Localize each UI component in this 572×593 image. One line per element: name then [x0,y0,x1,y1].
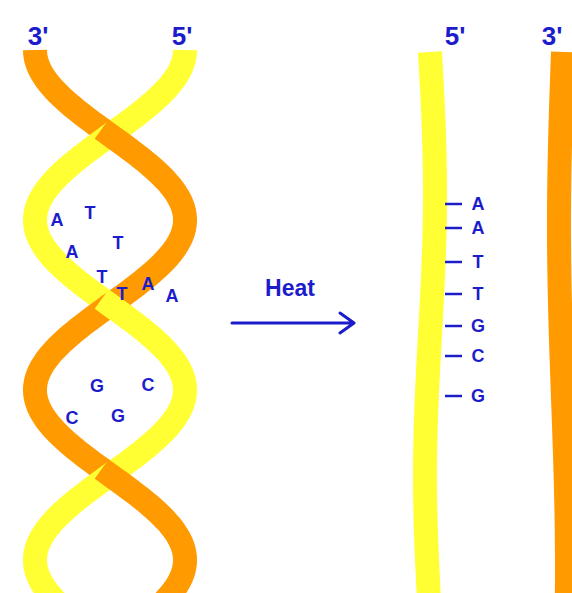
base-letter: G [471,317,485,335]
base-letter: C [142,376,155,394]
helix-front [102,50,185,593]
base-letter: A [142,275,155,293]
yellow-strand [106,50,185,138]
strand-end: 3' [28,23,49,49]
heat-arrow [232,313,354,333]
orange-strand [35,50,114,138]
yellow-strand [102,299,185,479]
strand-end: 5' [445,23,466,49]
base-letter: A [472,195,485,213]
base-letter: A [166,287,179,305]
base-letter: A [472,219,485,237]
arrow-label: Heat [265,277,315,300]
yellow-strand [35,469,118,593]
orange-strand [102,469,185,593]
orange-strand [102,129,185,309]
base-tick [445,395,462,398]
single-strand-yellow [425,52,435,593]
base-letter: A [66,243,79,261]
single-strand-orange [559,52,567,593]
base-tick [445,325,462,328]
base-tick [445,293,462,296]
base-tick [445,261,462,264]
base-letter: C [472,347,485,365]
base-tick [445,355,462,358]
base-letter: T [473,253,484,271]
base-letter: G [90,377,104,395]
strand-end: 5' [172,23,193,49]
base-letter: T [473,285,484,303]
base-letter: T [97,268,108,286]
orange-strand [35,299,118,479]
base-letter: C [66,409,79,427]
base-letter: G [111,407,125,425]
base-tick [445,203,462,206]
base-letter: G [471,387,485,405]
strand-end: 3' [542,23,563,49]
base-letter: T [85,204,96,222]
base-tick [445,227,462,230]
base-letter: T [117,285,128,303]
yellow-strand [35,129,118,309]
base-letter: A [51,211,64,229]
base-letter: T [113,234,124,252]
